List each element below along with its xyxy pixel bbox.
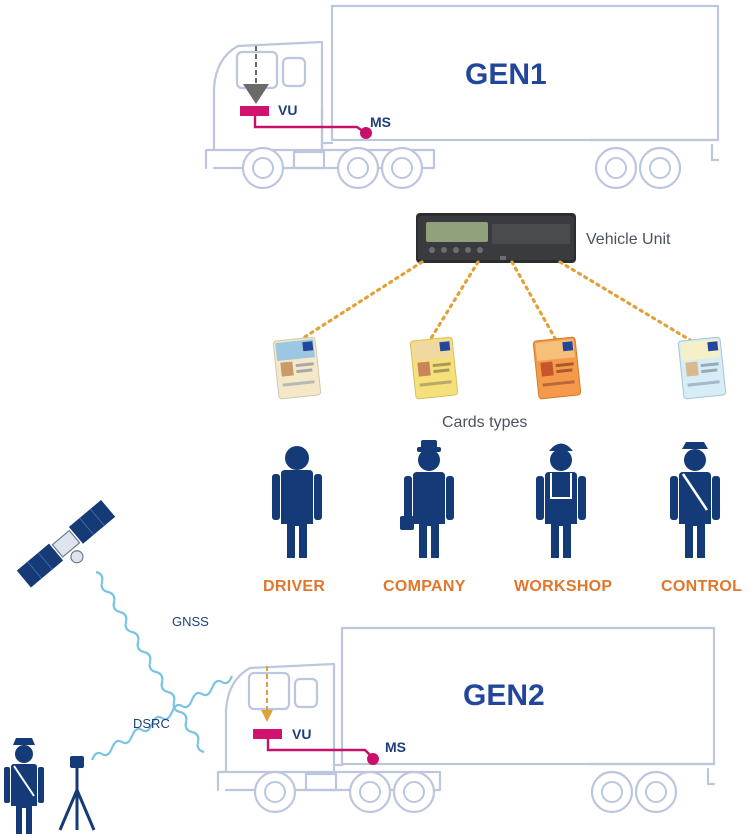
gen2-arrow-head-icon [261, 710, 273, 722]
card-connectors [298, 260, 692, 342]
workshop-card [532, 336, 582, 400]
police-officer-icon [4, 738, 44, 834]
gen1-vu-label: VU [278, 102, 297, 118]
cards: Cards types [272, 336, 727, 431]
gen2-cab-window [247, 671, 291, 711]
role-company-label: COMPANY [383, 578, 466, 595]
gen1-ms-dot [360, 127, 372, 139]
role-control-label: CONTROL [661, 578, 742, 595]
satellite-icon [16, 499, 116, 588]
gen2-title: GEN2 [463, 679, 545, 712]
gen2-vu-marker [253, 729, 282, 739]
gen2-cab [224, 662, 336, 774]
driver-card [272, 336, 322, 400]
gen2-wheels [253, 770, 678, 814]
gen2-truck: VU MS GEN2 [216, 626, 716, 814]
control-person-icon [670, 442, 720, 558]
gen2-ms-label: MS [385, 739, 406, 755]
gen1-ms-label: MS [370, 114, 391, 130]
gen1-arrow-head-icon [243, 84, 269, 104]
gen1-chassis [204, 138, 720, 170]
company-person-icon [400, 440, 454, 558]
gen2-ms-dot [367, 753, 379, 765]
gnss-signal-wave [95, 570, 205, 754]
gen1-vu-marker [240, 106, 269, 116]
dsrc-tripod-icon [58, 756, 96, 831]
dsrc-label: DSRC [133, 716, 170, 731]
gen2-trailer-box [340, 626, 716, 766]
control-card [677, 336, 727, 400]
driver-person-icon [272, 446, 322, 558]
dsrc-signal-wave [90, 675, 234, 761]
workshop-person-icon [536, 443, 586, 558]
role-driver-label: DRIVER [263, 578, 325, 595]
vehicle-unit: Vehicle Unit [416, 213, 671, 263]
vu-display [426, 222, 488, 242]
gen2-side-window [293, 677, 319, 709]
gnss-label: GNSS [172, 614, 209, 629]
vu-buttons-icon [429, 247, 483, 253]
gen1-side-window [281, 56, 307, 88]
gen1-truck: VU MS GEN1 [204, 4, 720, 190]
cards-types-caption: Cards types [442, 414, 527, 431]
role-workshop-label: WORKSHOP [514, 578, 612, 595]
gen1-trailer-box [330, 4, 720, 142]
gen2-chassis [216, 762, 716, 792]
company-card [409, 336, 459, 400]
roles: DRIVER COMPANY WORKSHOP CONTROL [263, 440, 742, 595]
gen1-wheels [241, 146, 682, 190]
gen1-title: GEN1 [465, 58, 547, 91]
gen2-vu-label: VU [292, 726, 311, 742]
vehicle-unit-label: Vehicle Unit [586, 231, 671, 248]
gen1-cab [212, 40, 324, 152]
